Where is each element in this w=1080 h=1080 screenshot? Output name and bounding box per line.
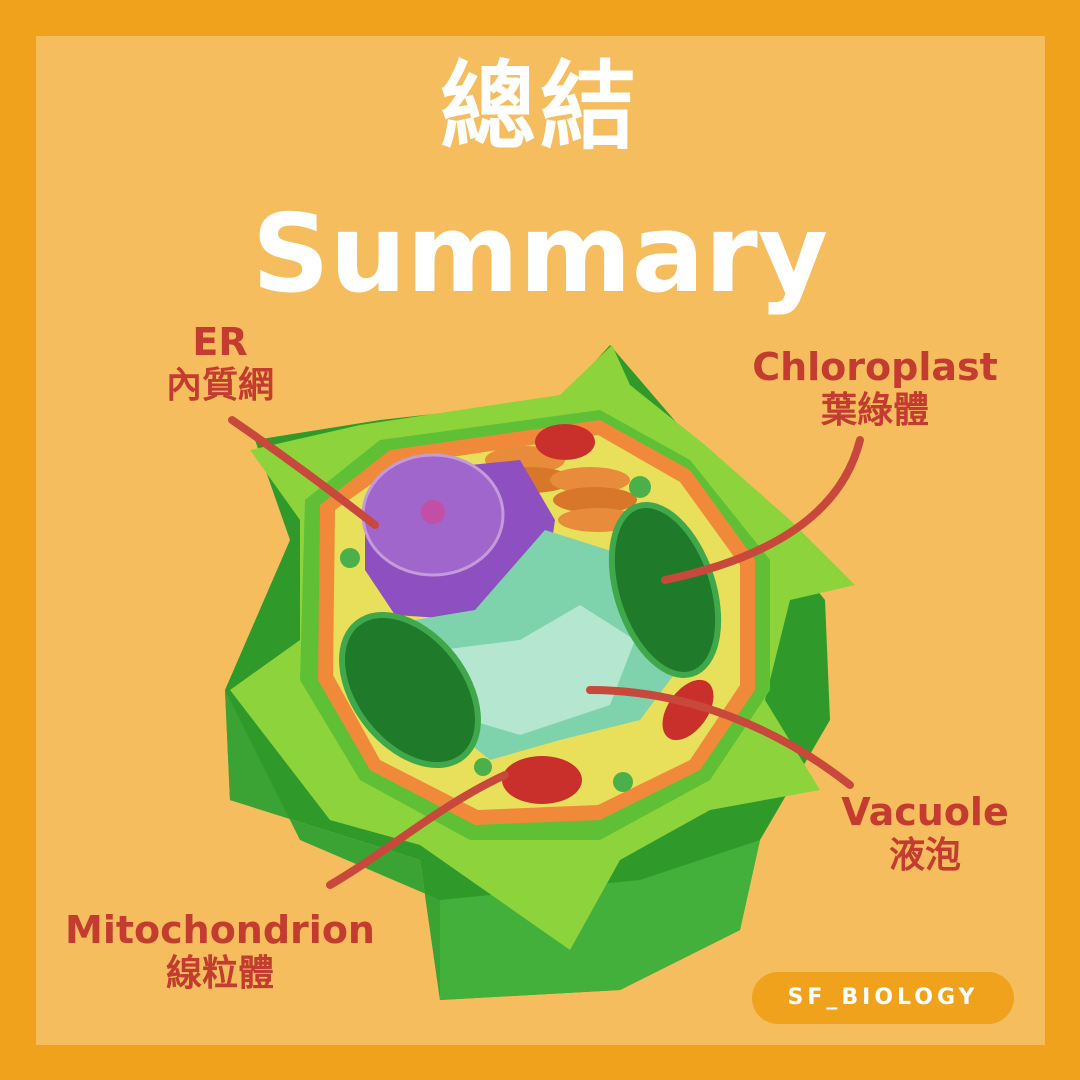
- er-arrow: [228, 416, 379, 529]
- label-er-zh: 內質網: [165, 365, 274, 406]
- label-mitochondrion-en: Mitochondrion: [65, 908, 375, 952]
- label-er: ER 內質網: [130, 320, 310, 408]
- label-chloroplast-en: Chloroplast: [752, 345, 998, 389]
- mitochondrion-bottom: [502, 756, 582, 804]
- cell-wall-side: [225, 690, 440, 1000]
- chloroplast-right: [608, 502, 722, 678]
- mitochondrion-top: [535, 424, 595, 460]
- label-er-en: ER: [192, 320, 248, 364]
- mitochondrion-right: [662, 679, 714, 741]
- chloroplast-left: [339, 611, 481, 769]
- label-mitochondrion: Mitochondrion 線粒體: [55, 908, 385, 996]
- vesicle: [629, 476, 651, 498]
- title-english: Summary: [251, 192, 829, 317]
- vacuole-arrow: [586, 686, 854, 789]
- vesicle: [613, 772, 633, 792]
- label-chloroplast: Chloroplast 葉綠體: [740, 345, 1010, 433]
- title-chinese: 總結: [440, 51, 640, 163]
- chloroplast-arrow: [661, 436, 864, 584]
- vesicle: [340, 548, 360, 568]
- label-chloroplast-zh: 葉綠體: [820, 390, 929, 431]
- cell-wall-front: [440, 840, 760, 1000]
- vacuole-highlight: [440, 605, 635, 735]
- brand-badge: SF_BIOLOGY: [752, 972, 1014, 1024]
- nucleolus: [421, 500, 445, 524]
- label-vacuole-zh: 液泡: [888, 835, 961, 876]
- mitochondrion-arrow: [326, 771, 509, 889]
- label-mitochondrion-zh: 線粒體: [165, 953, 274, 994]
- label-vacuole: Vacuole 液泡: [830, 790, 1020, 878]
- vesicle: [474, 758, 492, 776]
- label-vacuole-en: Vacuole: [841, 790, 1009, 834]
